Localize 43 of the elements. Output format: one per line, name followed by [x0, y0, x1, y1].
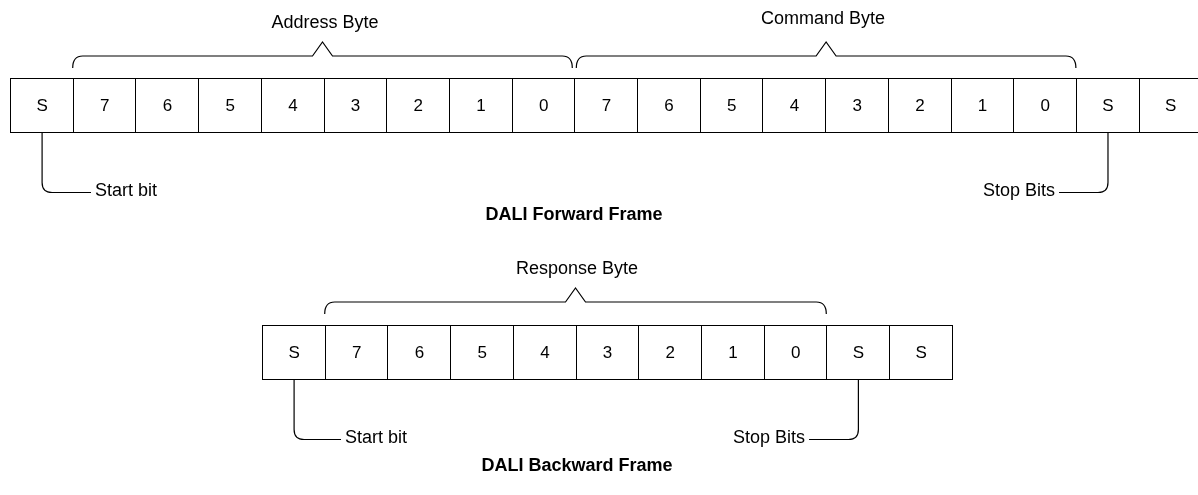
bit-cell: 6	[135, 78, 200, 133]
bit-cell: 1	[448, 78, 514, 133]
bit-cell: 2	[638, 325, 703, 380]
byte-label: Response Byte	[515, 258, 639, 279]
bit-cell: 0	[1013, 78, 1078, 133]
bit-cell: 5	[699, 78, 764, 133]
bit-cell: S	[826, 325, 891, 380]
leader-line	[293, 379, 342, 441]
bit-cell: S	[10, 78, 75, 133]
bit-cell: 5	[198, 78, 263, 133]
bit-cell: 2	[887, 78, 952, 133]
leader-line	[808, 379, 859, 441]
annotation-text: Stop Bits	[733, 427, 806, 448]
annotation-text: Start bit	[95, 180, 158, 201]
bit-cell: 5	[450, 325, 515, 380]
bit-cell: 7	[324, 325, 389, 380]
frame-caption: DALI Backward Frame	[481, 455, 673, 476]
bit-cell: S	[1138, 78, 1198, 133]
bit-cell: 4	[762, 78, 827, 133]
bit-cell: S	[1075, 78, 1141, 133]
bit-cell: 3	[323, 78, 388, 133]
bit-cell: 3	[825, 78, 890, 133]
bit-cell: 0	[511, 78, 576, 133]
byte-label: Command Byte	[760, 8, 886, 29]
annotation-text: Start bit	[345, 427, 408, 448]
leader-line	[1058, 132, 1109, 194]
bit-cell: 6	[387, 325, 452, 380]
bit-cell: 6	[637, 78, 702, 133]
bit-cell: 7	[574, 78, 639, 133]
frame-caption: DALI Forward Frame	[485, 204, 663, 225]
bit-cell: 1	[950, 78, 1015, 133]
bit-cell: 0	[763, 325, 828, 380]
bit-cell: S	[262, 325, 327, 380]
bit-cell: 4	[260, 78, 325, 133]
bit-cell: 1	[700, 325, 766, 380]
leader-line	[41, 132, 92, 194]
bit-cell: S	[889, 325, 954, 380]
bit-cell: 7	[72, 78, 137, 133]
byte-label: Address Byte	[271, 12, 379, 33]
bit-cell: 4	[512, 325, 577, 380]
bit-cell: 3	[575, 325, 640, 380]
annotation-text: Stop Bits	[983, 180, 1056, 201]
bit-cell: 2	[386, 78, 451, 133]
